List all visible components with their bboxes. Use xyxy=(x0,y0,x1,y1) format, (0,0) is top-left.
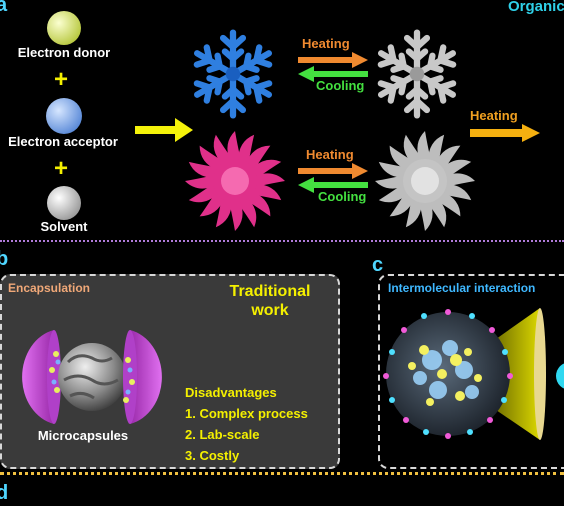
solvent-label: Solvent xyxy=(40,219,88,234)
intermolecular-title: Intermolecular interaction xyxy=(388,281,536,295)
heating-label-bottom: Heating xyxy=(306,147,354,162)
solvent-sphere xyxy=(47,186,81,220)
gray-snowflake-icon xyxy=(372,29,462,124)
cooling-label-top: Cooling xyxy=(316,78,365,93)
gray-sun-icon xyxy=(375,131,475,231)
heating-label-right: Heating xyxy=(470,108,518,123)
panel-b-letter: b xyxy=(0,248,9,270)
plus-sign-2: + xyxy=(54,155,69,182)
disadvantage-item: 3. Costly xyxy=(185,448,240,463)
heating-label-top: Heating xyxy=(302,36,350,51)
plus-sign-1: + xyxy=(54,66,69,93)
blue-snowflake-icon xyxy=(188,29,278,124)
traditional-heading-line2: work xyxy=(251,302,289,319)
disadvantage-item: 2. Lab-scale xyxy=(185,427,260,442)
pink-sun-icon xyxy=(185,131,285,231)
heating-arrow-top-icon xyxy=(298,52,368,68)
panel-d-letter: d xyxy=(0,482,9,504)
microcapsules-caption: Microcapsules xyxy=(37,428,129,443)
traditional-heading: Traditional work xyxy=(215,282,325,320)
cooling-arrow-bottom-icon xyxy=(298,177,368,193)
cooling-arrow-top-icon xyxy=(298,66,368,82)
disadvantage-item: 1. Complex process xyxy=(185,406,308,421)
electron-donor-sphere xyxy=(47,11,81,45)
disadvantages-block: Disadvantages 1. Complex process 2. Lab-… xyxy=(185,382,308,466)
electron-donor-label: Electron donor xyxy=(17,45,111,60)
cooling-label-bottom: Cooling xyxy=(318,189,367,204)
electron-acceptor-label: Electron acceptor xyxy=(8,134,118,149)
intermolecular-sphere-illustration xyxy=(383,308,564,440)
panel-a-corner-title: Organic xyxy=(508,0,564,15)
disadvantages-title: Disadvantages xyxy=(185,385,277,400)
heating-arrow-right-icon xyxy=(470,124,540,142)
traditional-heading-line1: Traditional xyxy=(229,283,311,300)
heating-arrow-bottom-icon xyxy=(298,163,368,179)
encapsulation-title: Encapsulation xyxy=(8,281,91,295)
microcapsule-illustration xyxy=(22,330,162,424)
bottom-separator xyxy=(0,472,564,475)
panel-c-letter: c xyxy=(372,254,384,276)
section-separator xyxy=(0,240,564,242)
yellow-arrow-icon xyxy=(135,118,193,142)
panel-a-letter: a xyxy=(0,0,8,16)
electron-acceptor-sphere xyxy=(46,98,82,134)
